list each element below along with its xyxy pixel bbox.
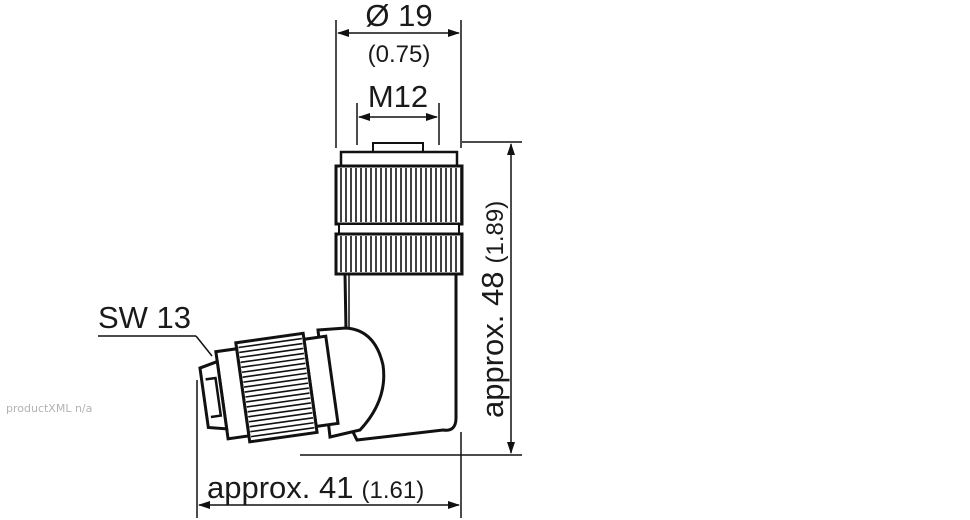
- knurl-line: [242, 367, 307, 378]
- height-label: approx. 48: [475, 272, 510, 419]
- knurl-line: [244, 382, 309, 393]
- width-label: approx. 41: [207, 470, 354, 505]
- watermark: productXML n/a: [6, 402, 92, 415]
- knurl-line: [241, 362, 306, 374]
- knurl-line: [245, 387, 309, 398]
- knurl-line: [247, 402, 312, 413]
- knurl-line: [239, 347, 304, 359]
- pin-stub: [372, 142, 424, 153]
- height-label-group: approx. 48 (1.89): [475, 201, 510, 418]
- width-inch-label: (1.61): [362, 477, 425, 504]
- width-label-group: approx. 41 (1.61): [207, 470, 424, 505]
- knurl-line: [248, 407, 312, 418]
- knurling: [238, 337, 315, 438]
- knurl-line: [249, 417, 314, 428]
- knurl-line: [240, 352, 305, 364]
- height-dimension: approx. 48 (1.89): [300, 141, 522, 456]
- knurl-line: [243, 377, 308, 388]
- leader-line: [195, 335, 213, 357]
- knurl-line: [238, 337, 302, 349]
- diameter-dimension: Ø 19 (0.75): [335, 0, 462, 148]
- knurling: [340, 236, 462, 272]
- thread-dimension: M12: [356, 79, 440, 145]
- knurl-line: [239, 342, 303, 354]
- knurl-line: [248, 412, 313, 423]
- knurl-line: [243, 372, 307, 383]
- top-collar: [339, 150, 459, 168]
- lower-knurled-ring: [334, 232, 464, 276]
- diameter-label: Ø 19: [365, 0, 432, 33]
- diameter-inch-label: (0.75): [368, 41, 431, 68]
- knurl-line: [250, 426, 315, 438]
- knurl-line: [241, 357, 305, 369]
- upper-knurled-nut: [334, 164, 464, 226]
- height-inch-label: (1.89): [482, 201, 509, 264]
- wrench-label: SW 13: [98, 300, 191, 335]
- cable-end-detail: [205, 376, 223, 419]
- wrench-size-callout: SW 13: [98, 300, 213, 357]
- width-dimension: approx. 41 (1.61): [196, 380, 462, 518]
- thread-label: M12: [368, 79, 428, 114]
- knurling: [340, 168, 462, 222]
- knurl-line: [246, 392, 310, 403]
- knurl-line: [246, 397, 311, 408]
- knurl-line: [250, 421, 314, 433]
- cable-outlet: [198, 331, 340, 444]
- connector-body: [198, 142, 464, 444]
